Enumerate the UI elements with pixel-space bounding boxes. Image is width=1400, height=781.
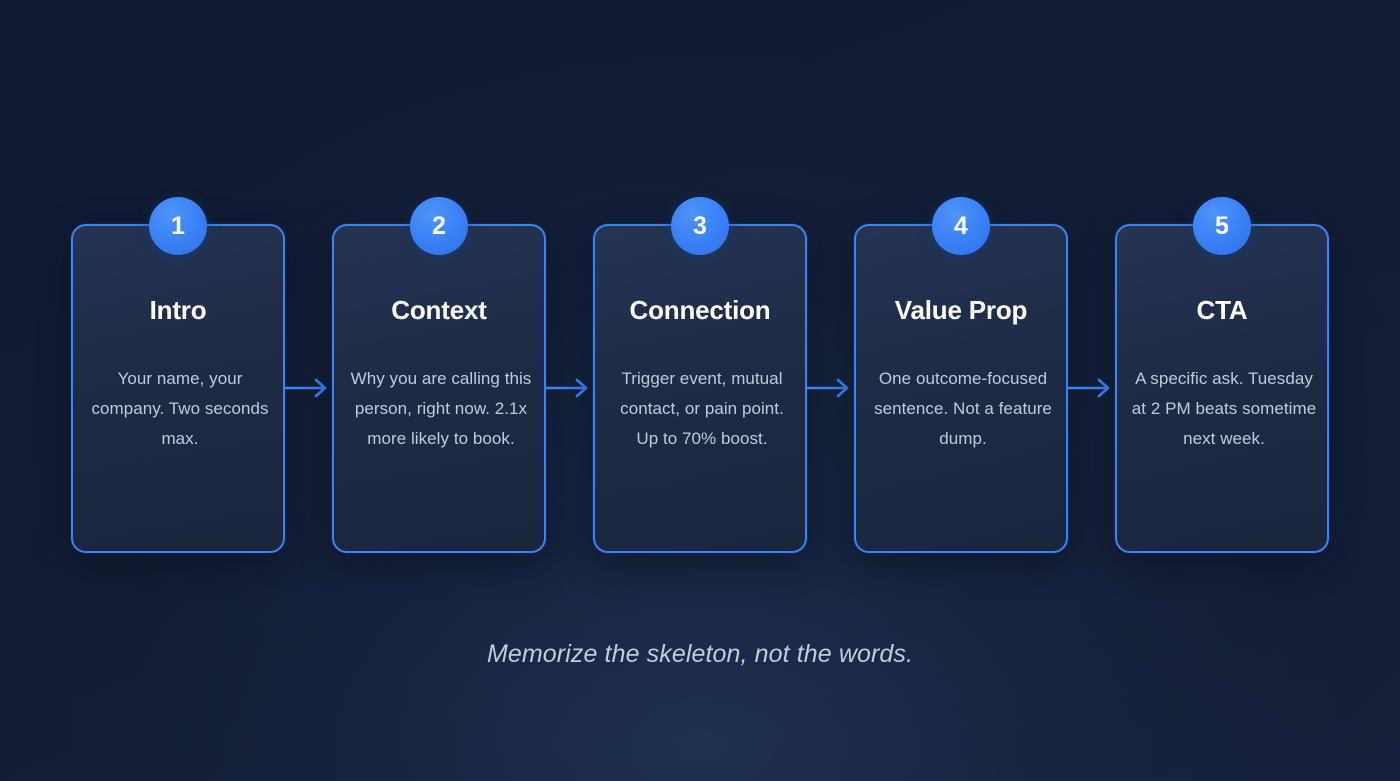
step-title-2: Context — [391, 295, 487, 325]
step-number-badge-4: 4 — [932, 197, 990, 255]
arrow-right-icon — [1068, 378, 1110, 398]
arrow-right-icon — [807, 378, 849, 398]
step-number-badge-2: 2 — [410, 197, 468, 255]
step-body-5: A specific ask. Tuesday at 2 PM beats so… — [1131, 369, 1317, 448]
step-card-3[interactable]: 3 Connection Trigger event, mutual conta… — [593, 197, 807, 553]
connector-arrow-1 — [285, 224, 332, 553]
step-number-badge-1: 1 — [149, 197, 207, 255]
arrow-right-icon — [546, 378, 588, 398]
connector-arrow-4 — [1068, 224, 1115, 553]
connector-arrow-3 — [807, 224, 854, 553]
step-card-5[interactable]: 5 CTA A specific ask. Tuesday at 2 PM be… — [1115, 197, 1329, 553]
footer-caption: Memorize the skeleton, not the words. — [486, 640, 914, 668]
step-body-1: Your name, your company. Two seconds max… — [91, 369, 269, 448]
step-body-3: Trigger event, mutual contact, or pain p… — [620, 369, 784, 448]
step-number-badge-3: 3 — [671, 197, 729, 255]
step-title-3: Connection — [629, 295, 771, 325]
arrow-right-icon — [285, 378, 327, 398]
step-number-badge-5: 5 — [1193, 197, 1251, 255]
step-card-1[interactable]: 1 Intro Your name, your company. Two sec… — [71, 197, 285, 553]
step-body-4: One outcome-focused sentence. Not a feat… — [874, 369, 1052, 448]
step-title-5: CTA — [1196, 295, 1248, 325]
step-card-4[interactable]: 4 Value Prop One outcome-focused sentenc… — [854, 197, 1068, 553]
step-title-4: Value Prop — [894, 295, 1028, 325]
step-body-2: Why you are calling this person, right n… — [350, 369, 532, 448]
step-card-2[interactable]: 2 Context Why you are calling this perso… — [332, 197, 546, 553]
step-title-1: Intro — [149, 295, 207, 325]
process-flow: 1 Intro Your name, your company. Two sec… — [71, 197, 1329, 554]
connector-arrow-2 — [546, 224, 593, 553]
